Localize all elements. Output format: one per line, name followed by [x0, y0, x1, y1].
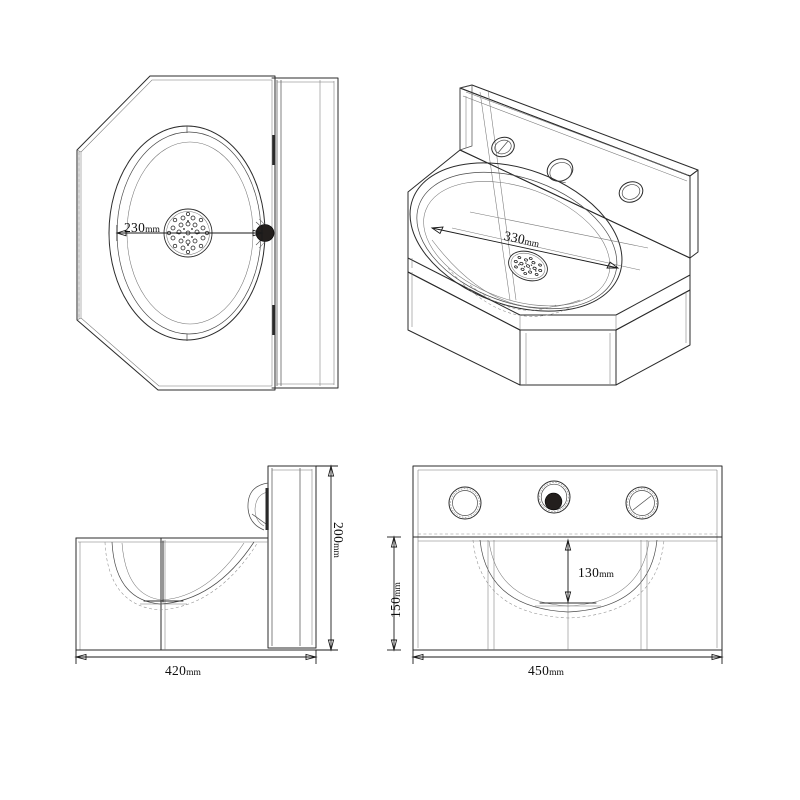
dimension-bowl-depth: [564, 538, 572, 604]
iso-tap-hole-center: [546, 158, 574, 184]
iso-deck-edge-inner: [411, 258, 617, 330]
front-bowl-hidden-curve: [472, 539, 665, 619]
dimension-label-body-height: 150mm: [388, 582, 403, 618]
front-tap-hole-center: [537, 480, 571, 514]
dimension-overall-depth: [74, 650, 318, 664]
front-body-outline: [412, 465, 723, 651]
iso-tap-hole-right: [618, 181, 644, 203]
iso-bowl-surface-line: [469, 211, 649, 249]
top-view-backsplash-strip: [271, 77, 339, 389]
iso-cabinet-left-face: [407, 271, 521, 386]
side-tap-spout-profile: [247, 482, 269, 531]
iso-construction-line-a: [479, 91, 511, 301]
side-bowl-outer-curve: [111, 541, 255, 605]
top-view-backsplash-slots: [272, 135, 275, 335]
isometric-view-group: [407, 84, 699, 386]
dimension-label-overall-depth: 420mm: [165, 663, 201, 678]
iso-backsplash-front-face: [459, 87, 691, 259]
iso-cabinet-right-face: [615, 289, 691, 386]
dimension-label-bowl-depth: 130mm: [578, 565, 614, 580]
side-bowl-hidden-curve: [104, 541, 259, 611]
iso-basin-rim: [409, 162, 623, 312]
dimension-overall-height: [316, 464, 338, 652]
front-tap-hole-right: [625, 486, 659, 520]
iso-deck-top-surface: [407, 149, 691, 316]
top-view-group: [76, 75, 339, 391]
side-backsplash-outline: [267, 465, 317, 649]
dimension-overall-width: [411, 650, 724, 664]
iso-backsplash-left-end: [459, 84, 473, 151]
iso-basin-bowl-interior: [431, 239, 581, 317]
iso-drain-grate: [508, 250, 548, 282]
dimension-body-height: [387, 535, 401, 652]
top-view-tap-hole: [255, 218, 275, 249]
dimension-basin-width: [115, 225, 264, 241]
iso-backsplash-bevel-a: [465, 91, 689, 176]
side-view-group: [74, 464, 338, 664]
side-bowl-inner-curve: [121, 542, 245, 601]
iso-backsplash-right-face: [689, 169, 699, 259]
dimension-basin-length: [430, 226, 620, 269]
front-view-group: [387, 465, 724, 664]
iso-cabinet-front-face: [519, 329, 617, 386]
front-tap-hole-left: [448, 486, 482, 520]
iso-backsplash-top-face: [459, 84, 699, 177]
dimension-label-overall-width: 450mm: [528, 663, 564, 678]
iso-backsplash-bevel-b: [462, 95, 688, 182]
iso-tap-hole-left: [491, 136, 515, 158]
iso-bowl-surface-line-2: [451, 227, 641, 271]
dimension-label-basin-width: 230mm: [124, 220, 160, 235]
dimension-label-overall-height: 200mm: [331, 522, 346, 558]
